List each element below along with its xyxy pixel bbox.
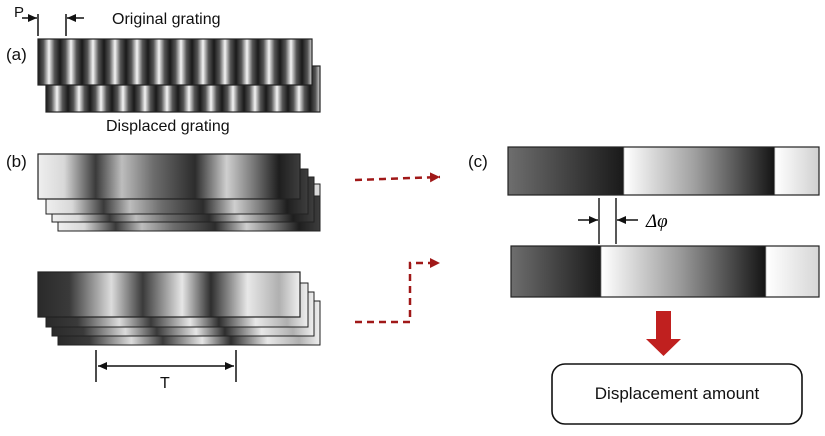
- period-label: T: [160, 375, 170, 392]
- result-box: [551, 363, 803, 425]
- original-grating-caption: Original grating: [112, 11, 221, 28]
- pitch-label: P: [14, 4, 24, 21]
- flow-arrow-lower: [355, 258, 440, 324]
- phase-shift-indicator: Δφ: [578, 198, 668, 244]
- displaced-grating-caption: Displaced grating: [106, 118, 230, 135]
- phase-shift-label: Δφ: [645, 211, 668, 232]
- panel-b-label: (b): [6, 152, 27, 171]
- flow-arrow-upper: [354, 172, 441, 183]
- moire-stack-lower: [37, 271, 321, 346]
- original-grating: [37, 38, 313, 86]
- moire-stack-upper: [37, 153, 321, 232]
- signal-bar-reference: [507, 146, 820, 196]
- pitch-indicator: P: [14, 4, 84, 36]
- panel-a-label: (a): [6, 45, 27, 64]
- result-arrow: [646, 311, 681, 356]
- signal-bar-shifted: [510, 245, 820, 298]
- period-indicator: T: [95, 350, 237, 392]
- panel-c-label: (c): [468, 152, 488, 171]
